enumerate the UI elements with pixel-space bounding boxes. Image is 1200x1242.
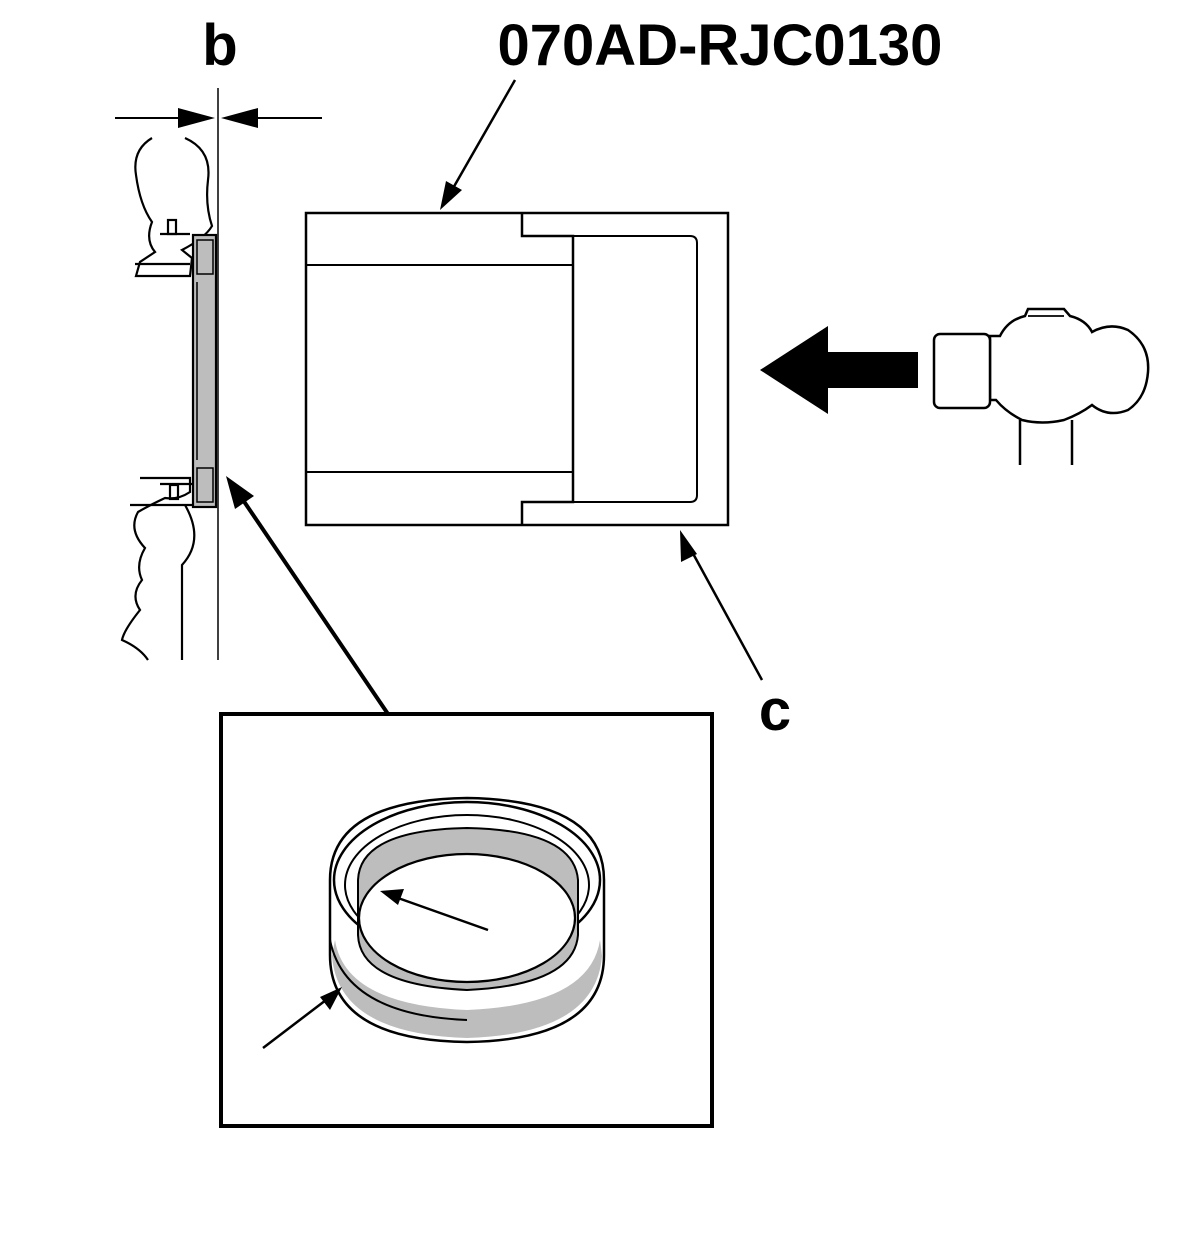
hammer-icon bbox=[932, 307, 1150, 465]
detail-leader bbox=[226, 476, 390, 716]
installed-seal-section bbox=[191, 233, 218, 509]
dimension-b-indicator bbox=[115, 88, 322, 660]
callout-a-outer-leader bbox=[262, 987, 342, 1049]
tool-part-leader bbox=[440, 79, 517, 210]
dimension-b-label: b bbox=[202, 13, 237, 78]
callout-c-leader bbox=[680, 530, 764, 681]
seal-driver-tool bbox=[304, 211, 730, 527]
housing-cross-section bbox=[120, 136, 214, 661]
seal-ring-detail bbox=[328, 796, 606, 1044]
callout-c-label: c bbox=[759, 678, 791, 743]
callout-a-inner-leader bbox=[380, 889, 489, 932]
tool-part-number-label: 070AD-RJC0130 bbox=[498, 13, 943, 78]
force-direction-arrow bbox=[760, 326, 918, 414]
